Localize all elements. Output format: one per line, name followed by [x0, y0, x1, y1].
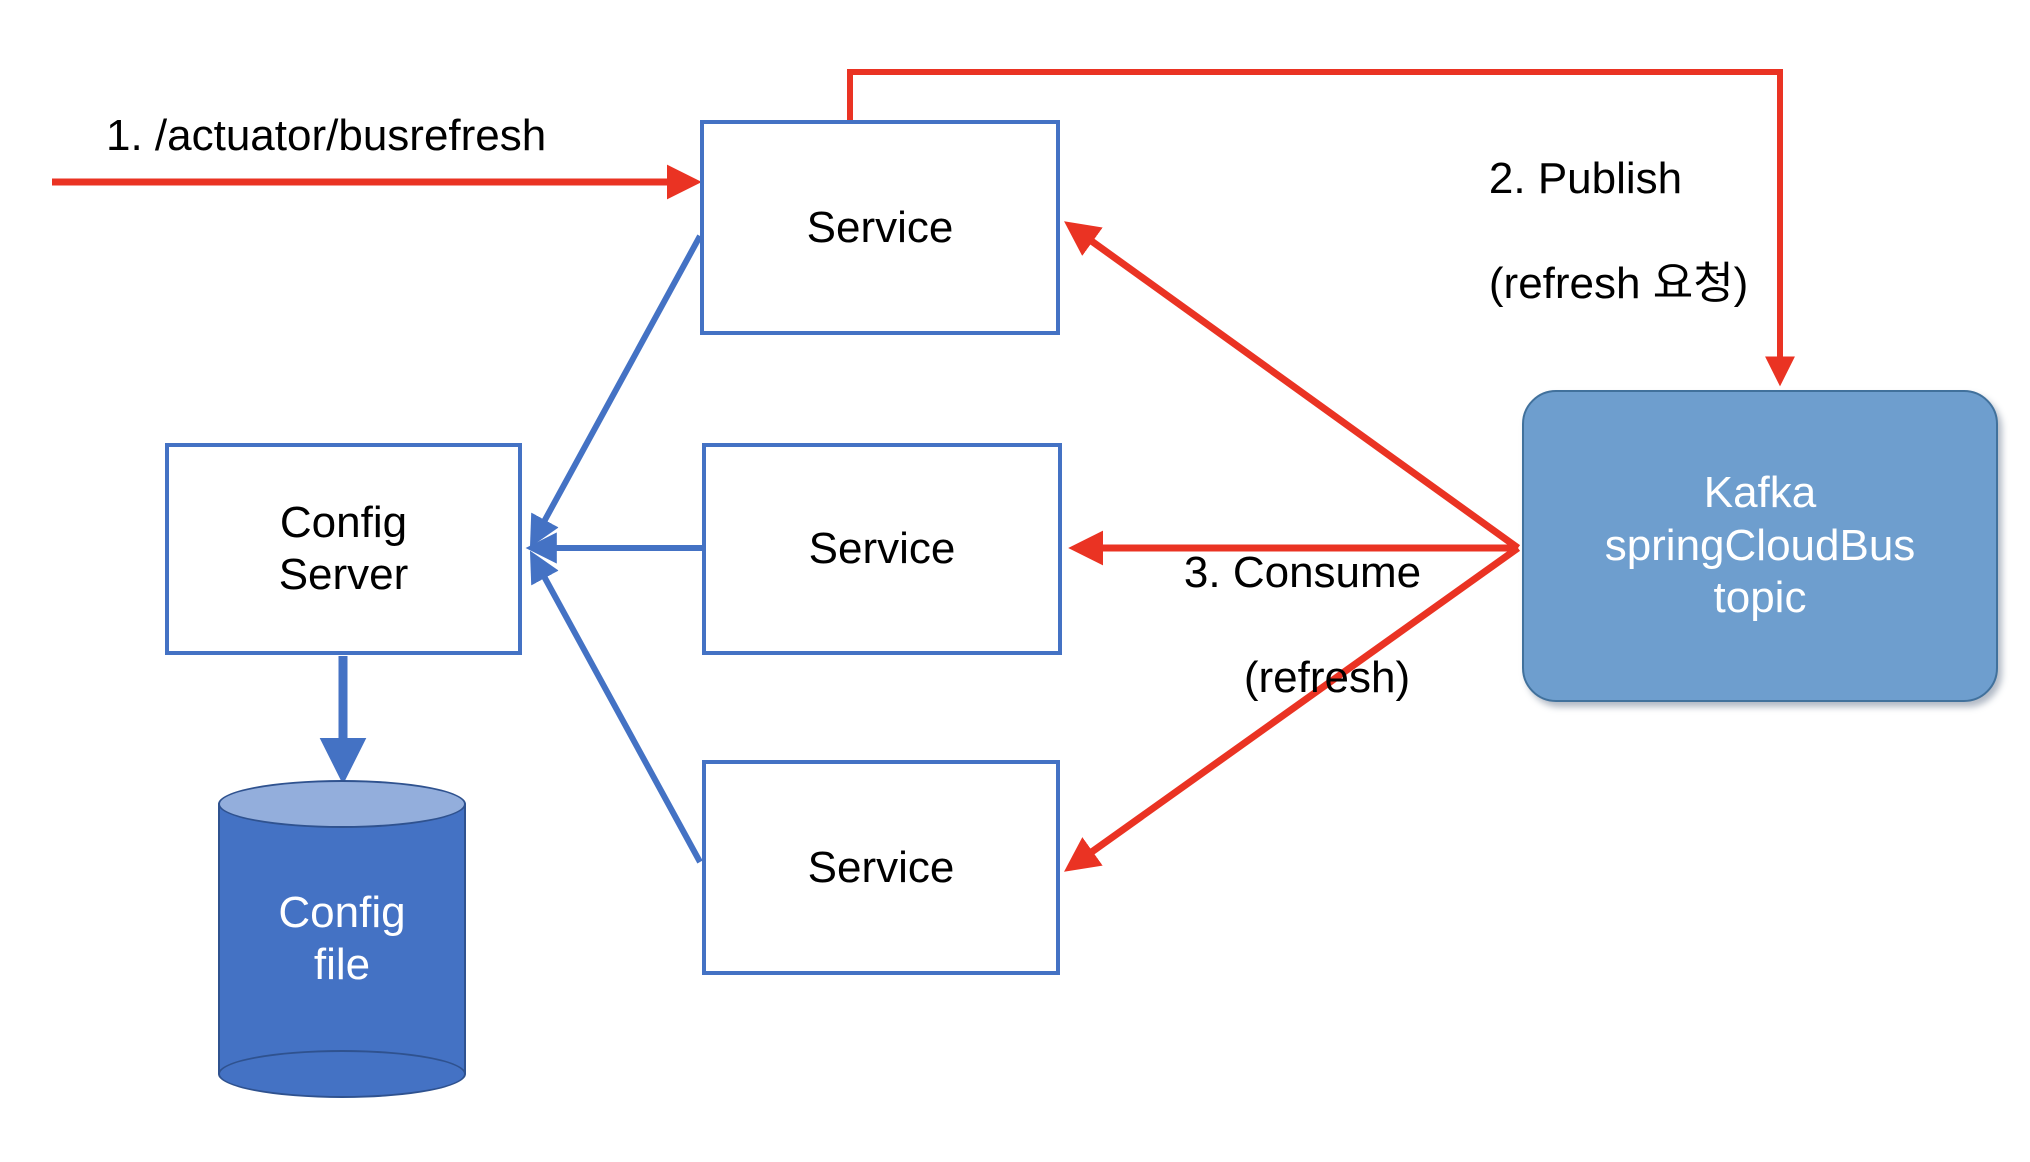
config-file-label: Config file: [218, 780, 466, 1098]
kafka-label-line3: topic: [1713, 573, 1807, 623]
node-service-1[interactable]: Service: [700, 120, 1060, 335]
node-config-server[interactable]: Config Server: [165, 443, 522, 655]
label-step2-publish: 2. Publish (refresh 요청): [1440, 100, 1748, 364]
service-3-label: Service: [807, 842, 955, 892]
cylinder-body: [218, 804, 466, 1074]
edge-service-3-to-config-server: [529, 550, 703, 864]
config-file-label-line1: Config: [278, 888, 406, 938]
node-service-2[interactable]: Service: [702, 443, 1062, 655]
kafka-label-line1: Kafka: [1703, 467, 1817, 517]
config-server-label-line2: Server: [278, 550, 409, 599]
edge-service-1-to-config-server: [529, 234, 703, 548]
config-file-label-line2: file: [313, 940, 371, 989]
config-server-label-line1: Config: [279, 498, 408, 548]
cylinder-top-ellipse: [218, 780, 466, 828]
label-step3-line2: (refresh): [1243, 653, 1411, 703]
label-step2-line1: 2. Publish: [1488, 153, 1683, 203]
kafka-label-line2: springCloudBus: [1604, 520, 1916, 570]
label-step3-line1: 3. Consume: [1183, 547, 1422, 597]
node-kafka-topic[interactable]: Kafka springCloudBus topic: [1522, 390, 1998, 702]
node-config-file[interactable]: Config file: [218, 780, 466, 1098]
service-1-label: Service: [806, 202, 954, 252]
cylinder-bottom-ellipse: [218, 1050, 466, 1098]
node-service-3[interactable]: Service: [702, 760, 1060, 975]
config-server-label: Config Server: [279, 497, 409, 601]
label-step2-line2: (refresh 요청): [1488, 259, 1749, 309]
service-2-label: Service: [808, 524, 956, 574]
kafka-label: Kafka springCloudBus topic: [1605, 467, 1916, 625]
label-step1-busrefresh: 1. /actuator/busrefresh: [106, 111, 547, 160]
label-step3-consume: 3. Consume (refresh): [1135, 494, 1421, 758]
